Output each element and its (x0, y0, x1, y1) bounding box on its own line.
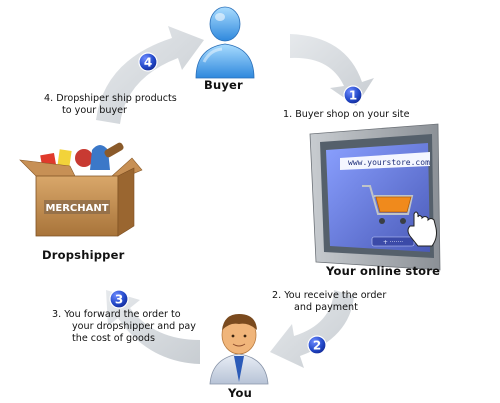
arrow-you-to-dropshipper (106, 290, 200, 364)
arrow-dropshipper-to-buyer (96, 26, 204, 124)
you-person-icon (209, 314, 269, 385)
step-badge-4: 4 (138, 52, 158, 72)
dropshipper-title: Dropshipper (42, 248, 125, 262)
hand-cursor-icon (407, 211, 437, 247)
step-3-line-1: 3. You forward the order to (52, 309, 181, 320)
step-badge-3: 3 (109, 289, 129, 309)
buyer-person-icon (195, 6, 255, 79)
step-2-line-2: and payment (294, 302, 358, 313)
step-badge-2-number: 2 (313, 339, 321, 353)
step-4-line-1: 4. Dropshiper ship products (44, 93, 177, 104)
merchant-box-label: MERCHANT (45, 203, 108, 214)
step-4-line-2: to your buyer (62, 105, 127, 116)
merchant-box-icon: MERCHANT (19, 142, 143, 237)
step-1-text: 1. Buyer shop on your site (283, 109, 409, 121)
buyer-title: Buyer (204, 78, 243, 92)
step-1-line-1: 1. Buyer shop on your site (283, 109, 410, 120)
step-badge-2: 2 (307, 335, 327, 355)
step-3-line-2: your dropshipper and pay (72, 321, 196, 332)
step-2-text: 2. You receive the order and payment (272, 290, 386, 314)
step-3-line-3: the cost of goods (72, 333, 155, 344)
step-badge-4-number: 4 (144, 56, 152, 70)
step-2-line-1: 2. You receive the order (272, 290, 387, 301)
step-badge-1: 1 (343, 85, 363, 105)
step-3-text: 3. You forward the order to your dropshi… (52, 309, 196, 345)
step-badge-3-number: 3 (115, 293, 123, 307)
step-4-text: 4. Dropshiper ship products to your buye… (44, 93, 177, 117)
store-url-text: www.yourstore.com (348, 158, 430, 167)
step-badge-1-number: 1 (349, 89, 357, 103)
you-title: You (228, 386, 252, 400)
shopping-cart-icon (362, 185, 414, 224)
store-title: Your online store (326, 264, 441, 278)
svg-text:+ ·······: + ······· (383, 239, 403, 246)
arrow-store-to-you (270, 290, 354, 368)
